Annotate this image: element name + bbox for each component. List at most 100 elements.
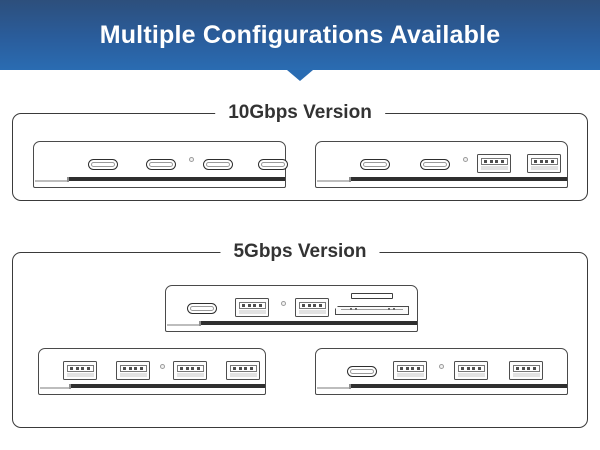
port-usb-c xyxy=(258,159,288,170)
port-usb-a xyxy=(63,361,97,380)
device-base-strip xyxy=(34,179,68,182)
port-usb-a xyxy=(116,361,150,380)
usba-shadow xyxy=(512,372,540,377)
usba-pin xyxy=(400,367,404,370)
usba-contact-bar xyxy=(512,365,540,372)
port-usb-c xyxy=(347,366,377,377)
usba-pin xyxy=(461,367,465,370)
usba-pin xyxy=(233,367,237,370)
usba-pin xyxy=(180,367,184,370)
section-10gbps-legend: 10Gbps Version xyxy=(215,101,385,125)
device-base-edge xyxy=(166,330,417,332)
usba-shadow xyxy=(530,165,558,170)
usba-pin xyxy=(466,367,470,370)
port-sd-slot xyxy=(335,306,409,315)
usba-pin xyxy=(500,160,504,163)
usba-pin xyxy=(411,367,415,370)
usba-pin xyxy=(128,367,132,370)
usba-pin xyxy=(123,367,127,370)
usba-pin xyxy=(527,367,531,370)
port-usb-c xyxy=(146,159,176,170)
usba-pin xyxy=(75,367,79,370)
device-base-strip xyxy=(316,179,350,182)
device-base-edge xyxy=(316,393,567,395)
usba-shadow xyxy=(298,309,326,314)
usba-pin xyxy=(534,160,538,163)
port-usb-c xyxy=(360,159,390,170)
led-indicator-icon xyxy=(189,157,194,162)
usba-contact-bar xyxy=(457,365,485,372)
usba-pin xyxy=(495,160,499,163)
device-5g-1 xyxy=(165,285,418,332)
usba-pin xyxy=(238,367,242,370)
device-base-strip xyxy=(316,386,350,389)
sd-slot-mark xyxy=(393,308,395,310)
device-base-strip xyxy=(39,386,70,389)
usba-shadow xyxy=(457,372,485,377)
device-port-row xyxy=(38,348,266,382)
usba-pin xyxy=(521,367,525,370)
usba-pin xyxy=(532,367,536,370)
port-usb-c xyxy=(203,159,233,170)
device-base-bar xyxy=(68,177,285,181)
usba-pin xyxy=(302,304,306,307)
usba-pin xyxy=(70,367,74,370)
usba-pin xyxy=(472,367,476,370)
device-base-step xyxy=(199,321,201,326)
usba-pin xyxy=(477,367,481,370)
usba-pin xyxy=(139,367,143,370)
usba-pin xyxy=(185,367,189,370)
usba-shadow xyxy=(396,372,424,377)
usba-pin xyxy=(550,160,554,163)
section-5gbps-legend: 5Gbps Version xyxy=(220,240,380,264)
usba-contact-bar xyxy=(530,158,558,165)
usba-pin xyxy=(258,304,262,307)
port-usb-a xyxy=(226,361,260,380)
device-port-row xyxy=(33,141,288,175)
device-base-bar xyxy=(350,384,567,388)
device-base-step xyxy=(69,384,71,389)
device-base-step xyxy=(349,384,351,389)
port-usb-a xyxy=(454,361,488,380)
usba-contact-bar xyxy=(119,365,147,372)
device-10g-1 xyxy=(33,141,288,188)
usba-pin xyxy=(247,304,251,307)
device-5g-3 xyxy=(315,348,568,395)
section-10gbps: 10Gbps Version xyxy=(12,101,588,201)
port-usb-a xyxy=(235,298,269,317)
led-indicator-icon xyxy=(281,301,286,306)
usba-pin xyxy=(249,367,253,370)
usba-pin xyxy=(242,304,246,307)
device-base-bar xyxy=(350,177,567,181)
sd-slot-mark xyxy=(355,308,357,310)
usba-pin xyxy=(318,304,322,307)
usba-pin xyxy=(416,367,420,370)
usba-contact-bar xyxy=(396,365,424,372)
usba-shadow xyxy=(66,372,94,377)
device-5g-2 xyxy=(38,348,266,395)
usba-shadow xyxy=(176,372,204,377)
usba-pin xyxy=(86,367,90,370)
chevron-down-arrow-icon xyxy=(287,70,313,81)
port-microsd-slot xyxy=(351,293,393,299)
device-port-row xyxy=(165,285,418,319)
usba-pin xyxy=(244,367,248,370)
usba-pin xyxy=(489,160,493,163)
led-indicator-icon xyxy=(463,157,468,162)
usba-pin xyxy=(253,304,257,307)
port-usb-a xyxy=(295,298,329,317)
device-base-edge xyxy=(34,186,285,188)
device-base-step xyxy=(67,177,69,182)
usba-pin xyxy=(196,367,200,370)
usba-contact-bar xyxy=(298,302,326,309)
usba-pin xyxy=(516,367,520,370)
led-indicator-icon xyxy=(439,364,444,369)
usba-pin xyxy=(539,160,543,163)
usba-pin xyxy=(307,304,311,307)
device-base-step xyxy=(349,177,351,182)
usba-pin xyxy=(134,367,138,370)
usba-contact-bar xyxy=(480,158,508,165)
usba-contact-bar xyxy=(66,365,94,372)
port-usb-c xyxy=(187,303,217,314)
led-indicator-icon xyxy=(160,364,165,369)
